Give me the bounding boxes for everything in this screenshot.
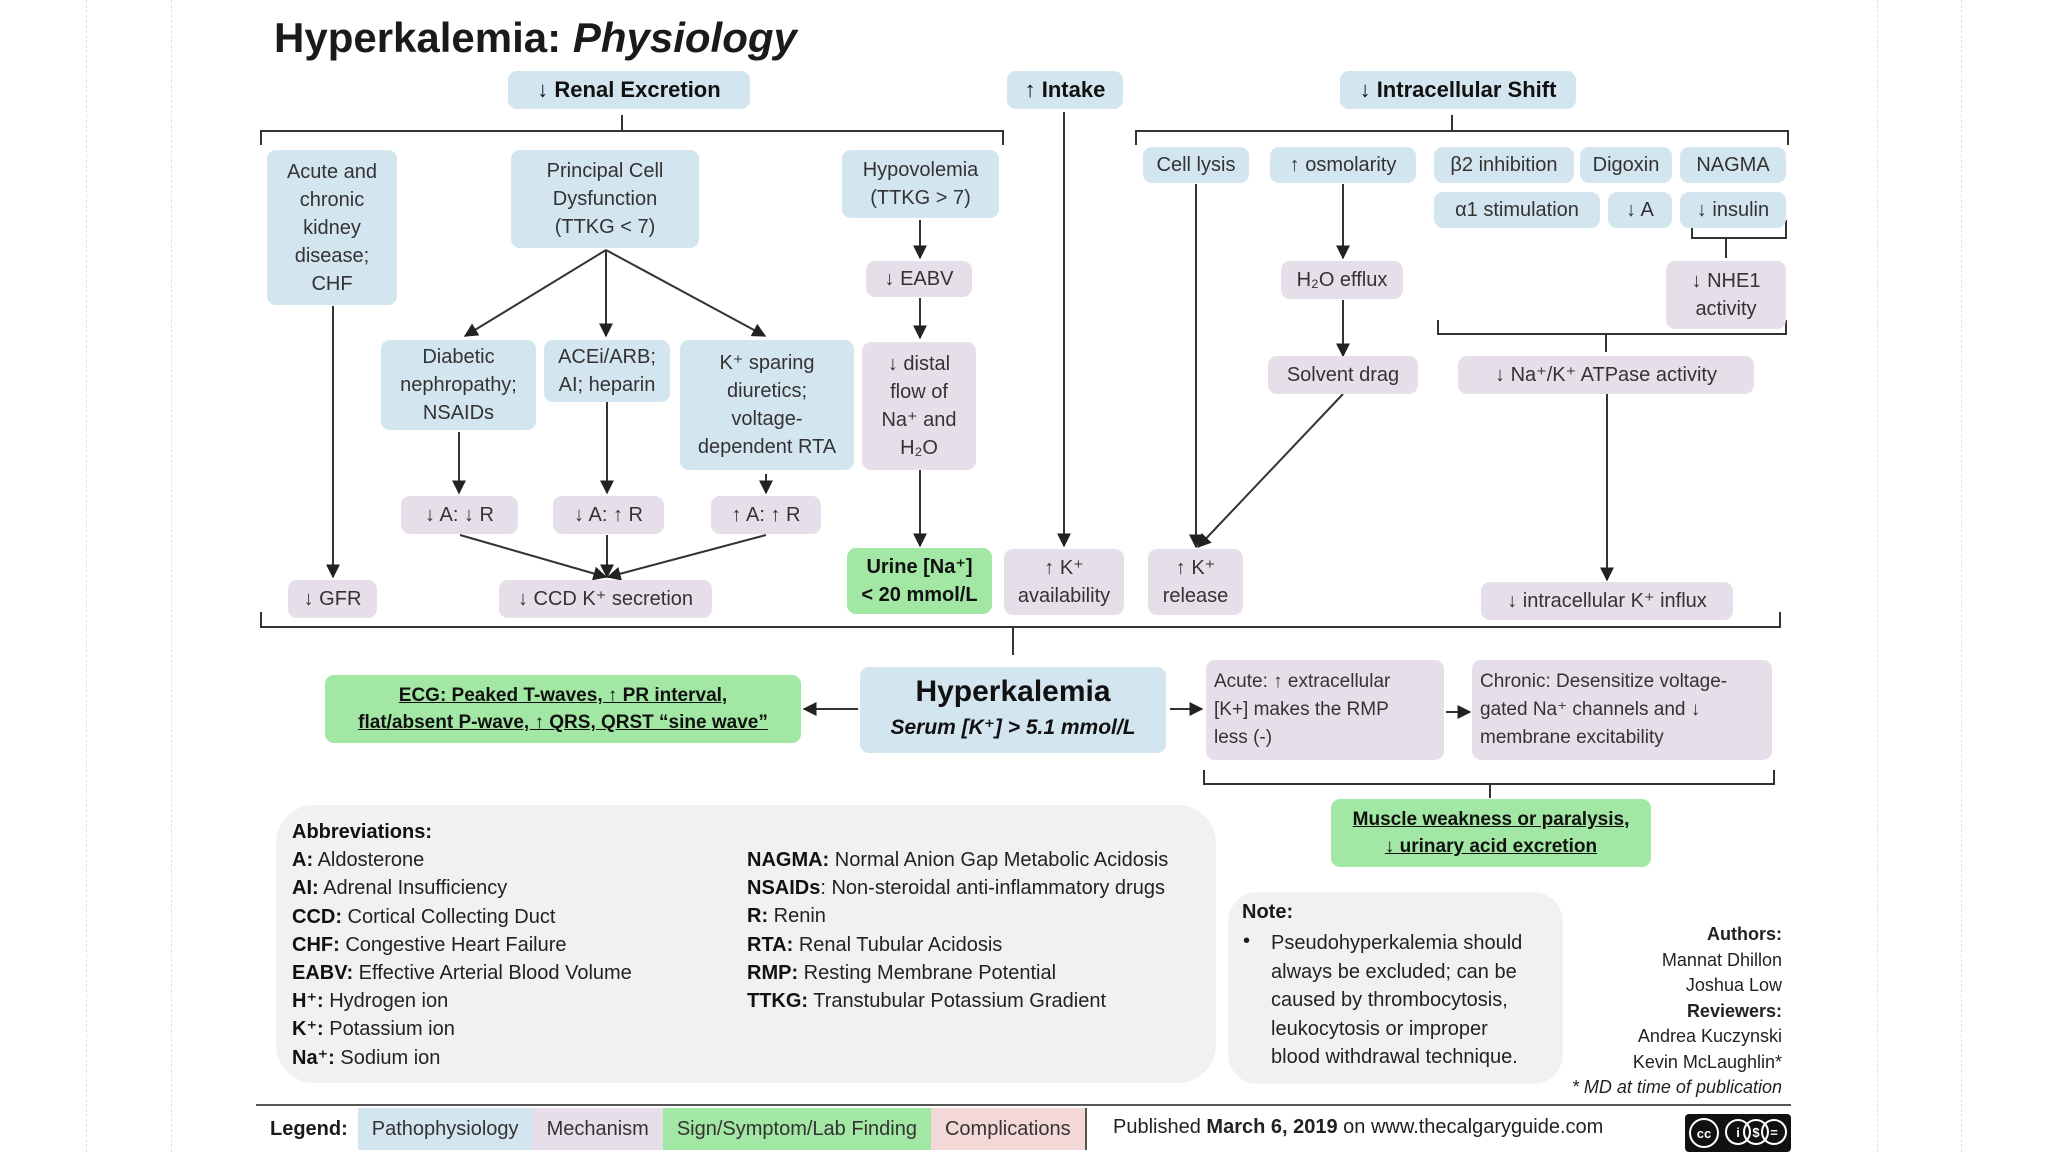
nhe1-activity-box: ↓ NHE1 activity <box>1666 261 1786 329</box>
acei-arb-box: ACEi/ARB; AI; heparin <box>544 340 670 402</box>
acute-effect-box: Acute: ↑ extracellular [K+] makes the RM… <box>1206 660 1444 760</box>
principal-cell-box: Principal Cell Dysfunction (TTKG < 7) <box>511 150 699 248</box>
aldosterone-renin-box-2: ↓ A: ↑ R <box>553 496 664 534</box>
creative-commons-icon: cc i $ = <box>1685 1114 1791 1152</box>
k-sparing-box: K⁺ sparing diuretics; voltage- dependent… <box>680 340 854 470</box>
abbreviations-right: NAGMA: Normal Anion Gap Metabolic Acidos… <box>747 849 1169 1013</box>
abbreviations-left: Abbreviations: A: Aldosterone AI: Adrena… <box>292 821 632 1069</box>
solvent-drag-box: Solvent drag <box>1268 356 1418 394</box>
nagma-box: NAGMA <box>1680 147 1786 183</box>
note-panel <box>1228 892 1563 1084</box>
decreased-aldosterone-box: ↓ A <box>1608 192 1672 228</box>
published-info: Published March 6, 2019 on www.thecalgar… <box>1113 1116 1604 1138</box>
muscle-weakness-box: Muscle weakness or paralysis,↓ urinary a… <box>1331 799 1651 867</box>
distal-flow-box: ↓ distal flow of Na⁺ and H₂O <box>862 342 976 470</box>
legend-sign-symptom: Sign/Symptom/Lab Finding <box>662 1108 931 1150</box>
ecg-findings-box: ECG: Peaked T-waves, ↑ PR interval,flat/… <box>325 675 801 743</box>
intracellular-shift-header: ↓ Intracellular Shift <box>1340 71 1576 109</box>
eabv-box: ↓ EABV <box>866 261 972 297</box>
intracellular-influx-box: ↓ intracellular K⁺ influx <box>1481 582 1733 620</box>
page-guide <box>1961 0 1962 1152</box>
footer-divider <box>256 1104 1791 1106</box>
k-release-box: ↑ K⁺ release <box>1148 549 1243 615</box>
page-guide <box>171 0 172 1152</box>
legend-label: Legend: <box>270 1117 348 1140</box>
legend-pathophysiology: Pathophysiology <box>357 1108 533 1150</box>
renal-excretion-header: ↓ Renal Excretion <box>508 71 750 109</box>
page-title: Hyperkalemia: Physiology <box>274 14 797 61</box>
note-text: Pseudohyperkalemia should always be excl… <box>1271 932 1523 1068</box>
urine-sodium-box: Urine [Na⁺] < 20 mmol/L <box>847 548 992 614</box>
h2o-efflux-box: H₂O efflux <box>1281 261 1403 299</box>
atpase-activity-box: ↓ Na⁺/K⁺ ATPase activity <box>1458 356 1754 394</box>
hypovolemia-box: Hypovolemia (TTKG > 7) <box>842 150 999 218</box>
ckd-chf-box: Acute and chronic kidney disease; CHF <box>267 150 397 305</box>
digoxin-box: Digoxin <box>1580 147 1672 183</box>
legend-complications: Complications <box>930 1108 1085 1150</box>
legend: Legend: Pathophysiology Mechanism Sign/S… <box>256 1108 1087 1150</box>
authors-block: Authors: Mannat Dhillon Joshua Low Revie… <box>1571 924 1782 1097</box>
intake-header: ↑ Intake <box>1007 71 1123 109</box>
cell-lysis-box: Cell lysis <box>1143 147 1249 183</box>
aldosterone-renin-box-3: ↑ A: ↑ R <box>711 496 821 534</box>
k-availability-box: ↑ K⁺ availability <box>1004 549 1124 615</box>
legend-mechanism: Mechanism <box>532 1108 663 1150</box>
page-guide <box>86 0 87 1152</box>
b2-inhibition-box: β2 inhibition <box>1434 147 1574 183</box>
page-guide <box>1877 0 1878 1152</box>
ccd-secretion-box: ↓ CCD K⁺ secretion <box>499 580 712 618</box>
aldosterone-renin-box-1: ↓ A: ↓ R <box>401 496 518 534</box>
gfr-box: ↓ GFR <box>288 580 377 618</box>
legend-separator <box>1084 1108 1087 1150</box>
insulin-box: ↓ insulin <box>1680 192 1786 228</box>
alpha1-stimulation-box: α1 stimulation <box>1434 192 1600 228</box>
osmolarity-box: ↑ osmolarity <box>1270 147 1416 183</box>
note-bullet: • <box>1243 930 1251 952</box>
note-title: Note: <box>1242 901 1294 923</box>
chronic-effect-box: Chronic: Desensitize voltage- gated Na⁺ … <box>1472 660 1772 760</box>
abbreviations-panel <box>276 805 1216 1083</box>
diabetic-nephropathy-box: Diabetic nephropathy; NSAIDs <box>381 340 536 430</box>
